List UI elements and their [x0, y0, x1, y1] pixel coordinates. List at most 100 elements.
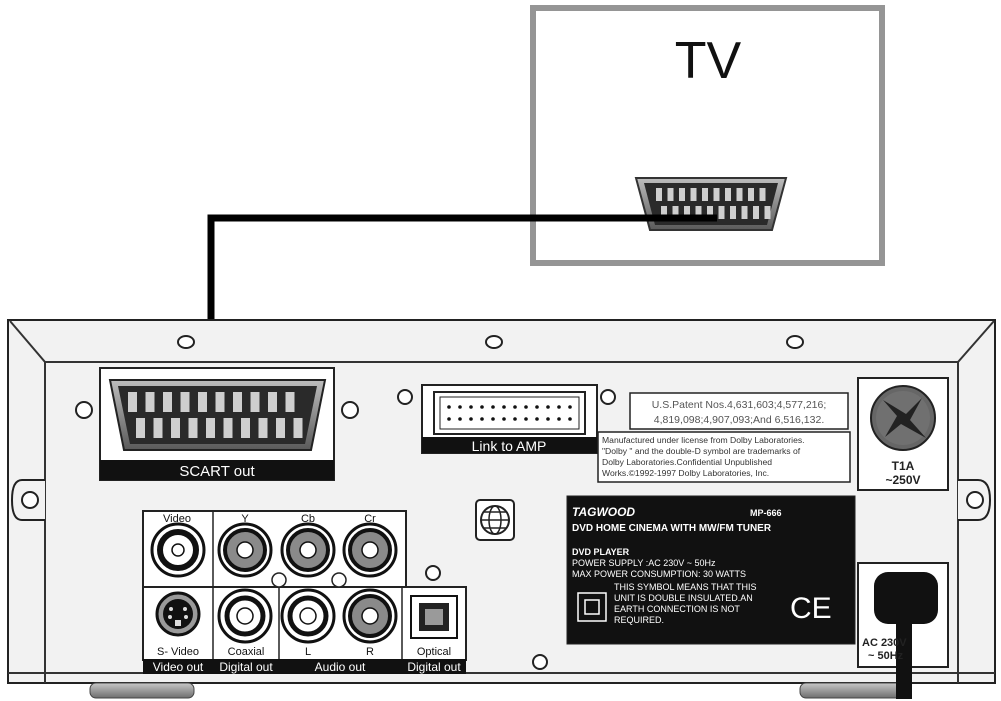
video-label: Video — [163, 513, 191, 525]
connector-pin — [276, 418, 285, 438]
rating-subtitle: DVD PLAYER — [572, 547, 630, 557]
coaxial-label: Coaxial — [228, 646, 265, 658]
model-number: MP-666 — [750, 508, 782, 518]
dolby-line-2: "Dolby " and the double-D symbol are tra… — [602, 446, 801, 456]
screw-icon — [397, 389, 413, 405]
connector-pin — [285, 392, 295, 412]
connector-pin — [557, 405, 561, 409]
connector-pin — [759, 188, 766, 201]
dolby-label: Manufactured under license from Dolby La… — [597, 431, 851, 483]
connector-pin — [469, 405, 473, 409]
connector-pin — [679, 188, 685, 201]
connector-pin — [513, 417, 517, 421]
l-label: L — [305, 646, 311, 658]
screw-icon — [341, 401, 359, 419]
power-line-1: AC 230V — [862, 637, 907, 649]
connector-pin — [524, 417, 528, 421]
connector-pin — [753, 206, 759, 219]
power-inlet: AC 230V ~ 50Hz — [857, 562, 949, 699]
screw-icon — [786, 335, 804, 349]
connector-pin — [180, 392, 190, 412]
screw-icon — [966, 491, 984, 509]
digital-out-label-2: Digital out — [407, 660, 461, 674]
foot — [799, 682, 905, 699]
connector-pin — [684, 206, 690, 219]
connector-pin — [690, 188, 697, 201]
connector-pin — [736, 188, 743, 201]
screw-icon — [177, 335, 195, 349]
connector-pin — [215, 392, 225, 412]
audio-out-label: Audio out — [315, 660, 366, 674]
connector-pin — [188, 418, 198, 438]
connector-pin — [730, 206, 736, 219]
tv: TV — [530, 5, 885, 266]
audio-r-jack — [342, 588, 398, 644]
power-line-2: ~ 50Hz — [868, 650, 904, 662]
patent-line-1: U.S.Patent Nos.4,631,603;4,577,216; — [652, 399, 827, 411]
connector-pin — [447, 417, 451, 421]
connector-pin — [223, 418, 233, 438]
connector-pin — [502, 417, 506, 421]
digital-out-label-1: Digital out — [219, 660, 273, 674]
cr-jack — [342, 522, 398, 578]
patent-line-2: 4,819,098;4,907,093;And 6,516,132. — [654, 414, 825, 426]
connector-pin — [725, 188, 731, 201]
cb-jack — [280, 522, 336, 578]
connector-pin — [491, 405, 495, 409]
connector-pin — [258, 418, 268, 438]
connector-pin — [458, 417, 462, 421]
connector-pin — [198, 392, 207, 412]
connector-pin — [128, 392, 137, 412]
screw-icon — [75, 401, 93, 419]
video-out-label: Video out — [153, 660, 204, 674]
double-insulation-icon — [577, 592, 607, 622]
connector-pin — [513, 405, 517, 409]
connector-pin — [741, 206, 748, 219]
connector-pin — [480, 405, 484, 409]
connector-pin — [695, 206, 702, 219]
connector-pin — [764, 206, 771, 219]
connector-pin — [233, 392, 242, 412]
connector-pin — [268, 392, 277, 412]
coaxial-jack — [217, 588, 273, 644]
connector-pin — [293, 418, 303, 438]
dolby-line-3: Dolby Laboratories.Confidential Unpublis… — [602, 457, 772, 467]
connector-pin — [163, 392, 172, 412]
connector-pin — [480, 417, 484, 421]
connector-pin — [656, 188, 662, 201]
power-cord — [896, 600, 912, 699]
cb-label: Cb — [301, 513, 315, 525]
connector-pin — [241, 418, 250, 438]
connector-pin — [535, 405, 539, 409]
rating-plate: TAGWOOD MP-666 DVD HOME CINEMA WITH MW/F… — [566, 495, 856, 645]
brand-logo: TAGWOOD — [572, 505, 635, 519]
connector-pin — [136, 418, 145, 438]
connector-pin — [458, 405, 462, 409]
insulation-note-3: EARTH CONNECTION IS NOT — [614, 604, 740, 614]
scart-out: SCART out — [75, 367, 359, 481]
screw-icon — [532, 654, 548, 670]
connector-pin — [145, 392, 155, 412]
connector-pin — [491, 417, 495, 421]
ce-mark: CE — [790, 592, 832, 625]
connector-pin — [250, 392, 260, 412]
insulation-note-4: REQUIRED. — [614, 615, 664, 625]
connector-pin — [713, 188, 720, 201]
link-to-amp: Link to AMP — [397, 384, 616, 454]
connector-pin — [718, 206, 725, 219]
connector-pin — [707, 206, 713, 219]
dolby-line-1: Manufactured under license from Dolby La… — [602, 435, 805, 445]
fuse-line-1: T1A — [892, 459, 915, 473]
dolby-line-4: Works.©1992-1997 Dolby Laboratories, Inc… — [602, 468, 769, 478]
video-jack — [150, 522, 206, 578]
link-to-amp-label: Link to AMP — [472, 438, 547, 454]
connector-pin — [568, 405, 572, 409]
cr-label: Cr — [364, 513, 376, 525]
connector-pin — [447, 405, 451, 409]
optical-jack — [410, 595, 458, 639]
connector-pin — [546, 405, 550, 409]
rating-title: DVD HOME CINEMA WITH MW/FM TUNER — [572, 523, 772, 534]
connector-pin — [153, 418, 163, 438]
screw-icon — [485, 335, 503, 349]
